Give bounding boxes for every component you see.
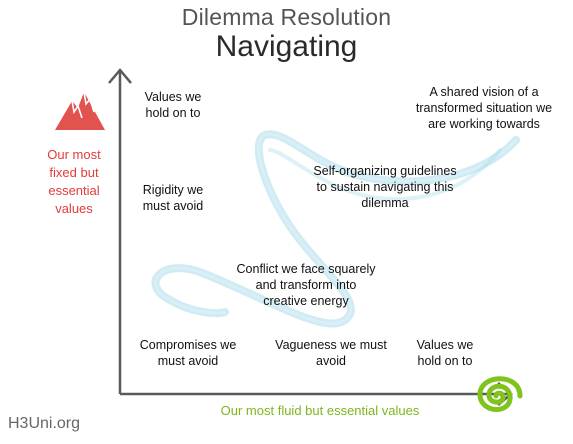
y-axis-label-line: Our most: [47, 147, 101, 162]
label-line: Self-organizing guidelines: [313, 164, 457, 178]
y-axis-label-line: essential: [48, 183, 100, 198]
label-line: hold on to: [417, 354, 473, 368]
y-axis-label: Our most fixed but essential values: [28, 146, 120, 218]
label-line: Values we: [144, 90, 202, 104]
mountain-icon: [55, 91, 105, 130]
label-line: hold on to: [145, 106, 201, 120]
label-line: to sustain navigating this: [316, 180, 454, 194]
y-axis-label-line: fixed but: [49, 165, 99, 180]
label-line: creative energy: [263, 294, 349, 308]
navigation-wave: [151, 130, 520, 328]
label-line: Values we: [416, 338, 474, 352]
label-shared-vision: A shared vision of a transformed situati…: [408, 84, 560, 132]
label-rigidity: Rigidity we must avoid: [123, 182, 223, 214]
label-line: Compromises we: [139, 338, 237, 352]
x-axis: [120, 382, 513, 406]
label-line: Conflict we face squarely: [236, 262, 376, 276]
label-line: Vagueness we must: [275, 338, 387, 352]
label-line: A shared vision of a: [429, 85, 539, 99]
title-top: Dilemma Resolution: [181, 4, 392, 30]
label-line: and transform into: [255, 278, 357, 292]
label-vagueness: Vagueness we must avoid: [266, 337, 396, 369]
x-axis-label: Our most fluid but essential values: [220, 403, 420, 418]
label-line: avoid: [316, 354, 346, 368]
y-axis: [108, 68, 132, 394]
label-guidelines: Self-organizing guidelines to sustain na…: [300, 163, 470, 211]
spiral-icon: [477, 376, 523, 412]
y-axis-label-line: values: [55, 201, 93, 216]
label-line: must avoid: [157, 354, 219, 368]
brand-footer: H3Uni.org: [8, 415, 81, 432]
label-line: Rigidity we: [142, 183, 204, 197]
label-conflict: Conflict we face squarely and transform …: [226, 261, 386, 309]
label-values-top: Values we hold on to: [128, 89, 218, 121]
label-line: transformed situation we: [415, 101, 553, 115]
label-values-bottom: Values we hold on to: [400, 337, 490, 369]
title-main: Navigating: [215, 30, 358, 63]
label-line: dilemma: [361, 196, 409, 210]
label-line: are working towards: [428, 117, 540, 131]
label-compromises: Compromises we must avoid: [133, 337, 243, 369]
label-line: must avoid: [142, 199, 204, 213]
